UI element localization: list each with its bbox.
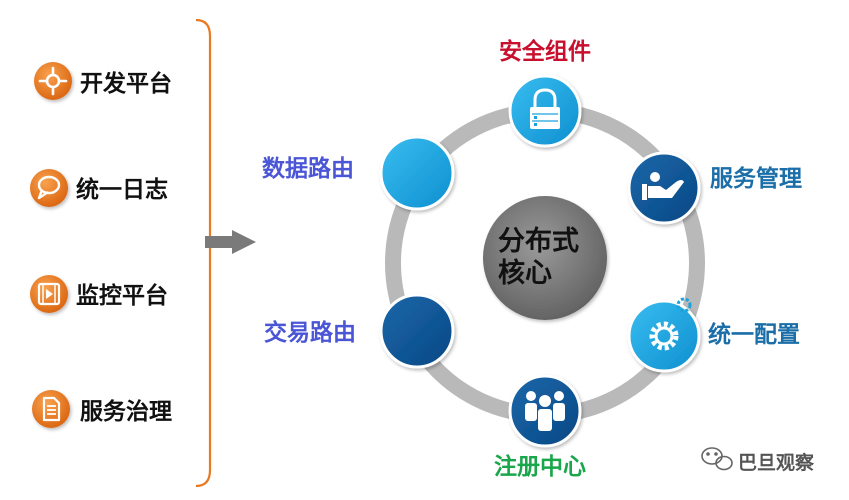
menu-item-unified-log[interactable]: 统一日志 (30, 169, 168, 207)
menu-item-label: 开发平台 (80, 70, 172, 97)
people-group-icon (525, 391, 565, 431)
menu-item-label: 监控平台 (76, 282, 168, 309)
node-security[interactable]: 安全组件 (499, 38, 591, 148)
core-center: 分布式 核心 (483, 196, 607, 320)
node-label-security: 安全组件 (499, 38, 591, 65)
service-governance-badge (32, 390, 70, 428)
menu-item-label: 统一日志 (76, 176, 168, 203)
node-data-routing[interactable]: 数据路由 (262, 135, 455, 211)
node-unified-config[interactable]: 统一配置 (627, 297, 800, 373)
dev-platform-badge (34, 62, 72, 100)
node-label-unified-config: 统一配置 (708, 321, 800, 348)
group-brace (195, 18, 212, 488)
lock-icon (530, 88, 560, 129)
unified-log-badge (30, 169, 68, 207)
left-menu: 开发平台 统一日志 监控平台 (30, 62, 172, 428)
node-service-management[interactable]: 服务管理 (627, 151, 802, 225)
watermark-text: 巴旦观察 (738, 451, 815, 474)
chat-bubble-icon (37, 175, 61, 200)
node-label-trade-routing: 交易路由 (264, 319, 356, 346)
menu-item-service-governance[interactable]: 服务治理 (32, 390, 172, 428)
node-label-registry: 注册中心 (494, 453, 586, 480)
video-icon (37, 282, 61, 306)
right-arrow-icon (205, 230, 256, 254)
hand-service-icon (642, 172, 684, 200)
node-trade-routing[interactable]: 交易路由 (264, 293, 455, 369)
gear-icon (649, 297, 692, 351)
menu-item-label: 服务治理 (80, 398, 172, 425)
menu-item-monitor-platform[interactable]: 监控平台 (30, 275, 168, 313)
crosshair-icon (38, 66, 68, 96)
center-label-line1: 分布式 (498, 226, 579, 257)
node-label-service-management: 服务管理 (710, 165, 802, 192)
center-label-line2: 核心 (498, 257, 552, 289)
node-registry[interactable]: 注册中心 (494, 374, 586, 480)
node-label-data-routing: 数据路由 (262, 155, 354, 182)
menu-item-dev-platform[interactable]: 开发平台 (34, 62, 172, 100)
watermark: 巴旦观察 (701, 447, 815, 474)
document-icon (42, 396, 61, 422)
wechat-icon (701, 447, 733, 471)
